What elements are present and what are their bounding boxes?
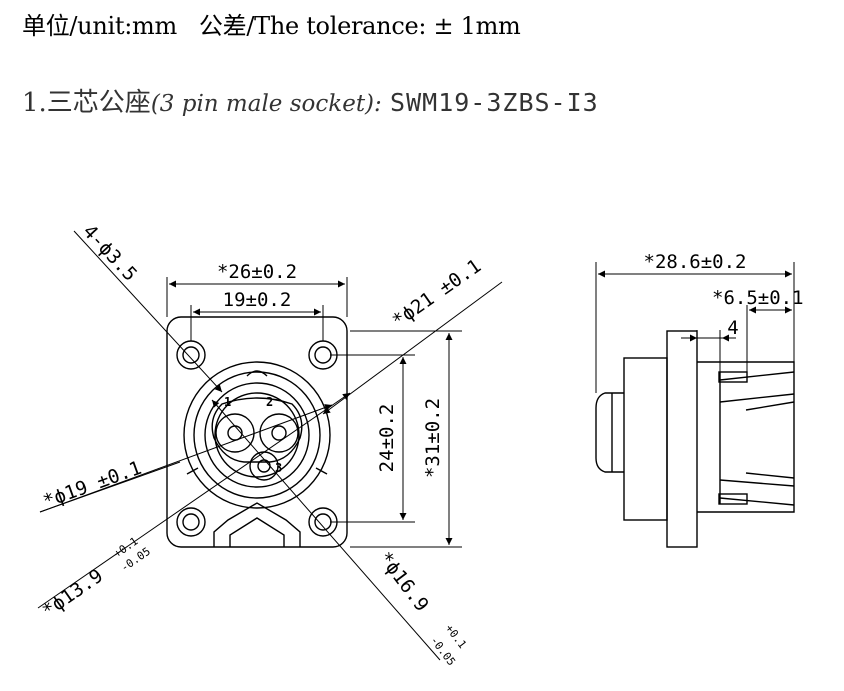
label-dia-21: *ϕ21 ±0.1 xyxy=(388,255,485,332)
label-step-4: 4 xyxy=(727,317,738,339)
leader-13-9 xyxy=(37,392,351,609)
bottom-latch xyxy=(213,502,301,547)
pin-label-2: 2 xyxy=(266,395,273,409)
side-front-body xyxy=(623,357,668,521)
label-hole-dia: 4-ϕ3.5 xyxy=(78,220,141,285)
ring-16-9 xyxy=(204,382,310,488)
pin-insert xyxy=(211,397,303,463)
leader-hole xyxy=(73,230,223,393)
units-label: 单位/unit:mm xyxy=(22,12,177,40)
flange-outline xyxy=(166,316,348,548)
side-rear-body xyxy=(697,361,795,513)
label-flange-6-5: *6.5±0.1 xyxy=(712,287,804,309)
label-height-31: *31±0.2 xyxy=(422,398,444,478)
leader-16-9 xyxy=(211,399,441,661)
side-labels: *28.6±0.2 *6.5±0.1 4 xyxy=(644,251,804,339)
front-dimensions xyxy=(37,230,503,661)
label-length-28-6: *28.6±0.2 xyxy=(644,251,747,273)
label-dia-16-9: *ϕ16.9 xyxy=(374,548,433,616)
label-dia-13-9: *ϕ13.9 xyxy=(38,565,107,622)
tolerance-label: 公差/The tolerance: ± 1mm xyxy=(198,12,521,40)
model-code: SWM19-3ZBS-I3 xyxy=(390,88,599,117)
side-dimensions xyxy=(595,262,795,393)
front-view xyxy=(166,316,348,548)
front-labels: 4-ϕ3.5 *26±0.2 19±0.2 *ϕ21 ±0.1 24±0.2 *… xyxy=(38,220,485,668)
label-width-26: *26±0.2 xyxy=(217,261,297,283)
leader-21 xyxy=(322,281,503,415)
units-header: 单位/unit:mm 公差/The tolerance: ± 1mm xyxy=(22,6,521,41)
ring-21 xyxy=(183,361,331,509)
model-description: (3 pin male socket): xyxy=(150,91,382,117)
side-nose xyxy=(595,392,624,473)
model-title: 1.三芯公座(3 pin male socket): SWM19-3ZBS-I3 xyxy=(22,82,599,119)
label-height-24: 24±0.2 xyxy=(376,404,398,473)
pin-1-outer xyxy=(215,413,255,453)
pin-1-inner xyxy=(227,425,243,441)
label-width-19: 19±0.2 xyxy=(223,289,292,311)
ring-13-9 xyxy=(214,392,300,478)
label-dia-19: *ϕ19 ±0.1 xyxy=(40,457,144,513)
ring-19 xyxy=(193,371,321,499)
pin-2-inner xyxy=(271,425,287,441)
side-view xyxy=(595,330,795,548)
side-flange xyxy=(666,330,698,548)
pin-2-outer xyxy=(259,413,299,453)
pin-label-1: 1 xyxy=(224,395,231,409)
mounting-holes xyxy=(176,340,338,537)
pin-label-3: 3 xyxy=(275,461,282,475)
model-prefix: 1.三芯公座 xyxy=(22,88,151,118)
